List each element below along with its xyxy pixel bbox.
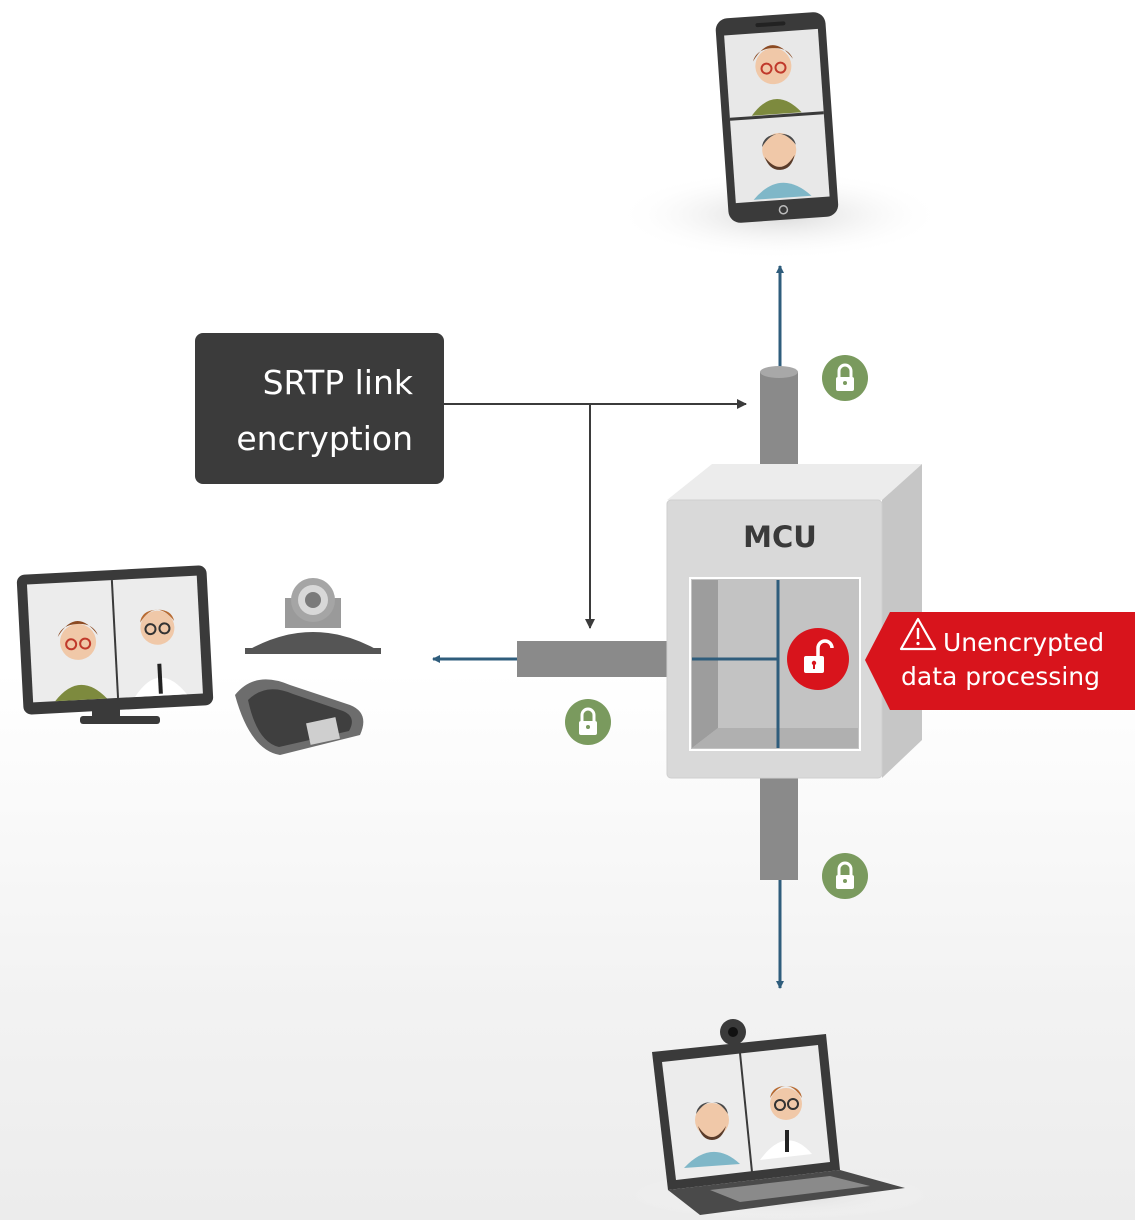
srtp-label-box: SRTP link encryption: [195, 333, 444, 484]
warning-icon: [899, 617, 937, 651]
unlocked-icon: [787, 628, 849, 690]
warning-text-line1: Unencrypted: [943, 628, 1105, 657]
smartphone-icon: [615, 12, 945, 260]
warning-text-line2: data processing: [901, 662, 1100, 691]
srtp-callout-lines: [444, 399, 747, 629]
pipe-top: [760, 366, 798, 482]
lock-icon-top: [822, 355, 868, 401]
srtp-label-line2: encryption: [236, 419, 413, 458]
laptop-icon: [630, 1019, 930, 1220]
pipe-bottom: [760, 778, 798, 880]
mcu-box: [666, 464, 922, 779]
mcu-label: MCU: [743, 520, 817, 554]
warning-banner: [865, 612, 1135, 710]
lock-icon-left: [565, 699, 611, 745]
room-video-system-icon: [16, 565, 381, 755]
lock-icon-bottom: [822, 853, 868, 899]
pipe-left: [517, 641, 667, 677]
srtp-label-line1: SRTP link: [262, 363, 413, 402]
warning-text: Unencrypted data processing: [895, 626, 1125, 694]
